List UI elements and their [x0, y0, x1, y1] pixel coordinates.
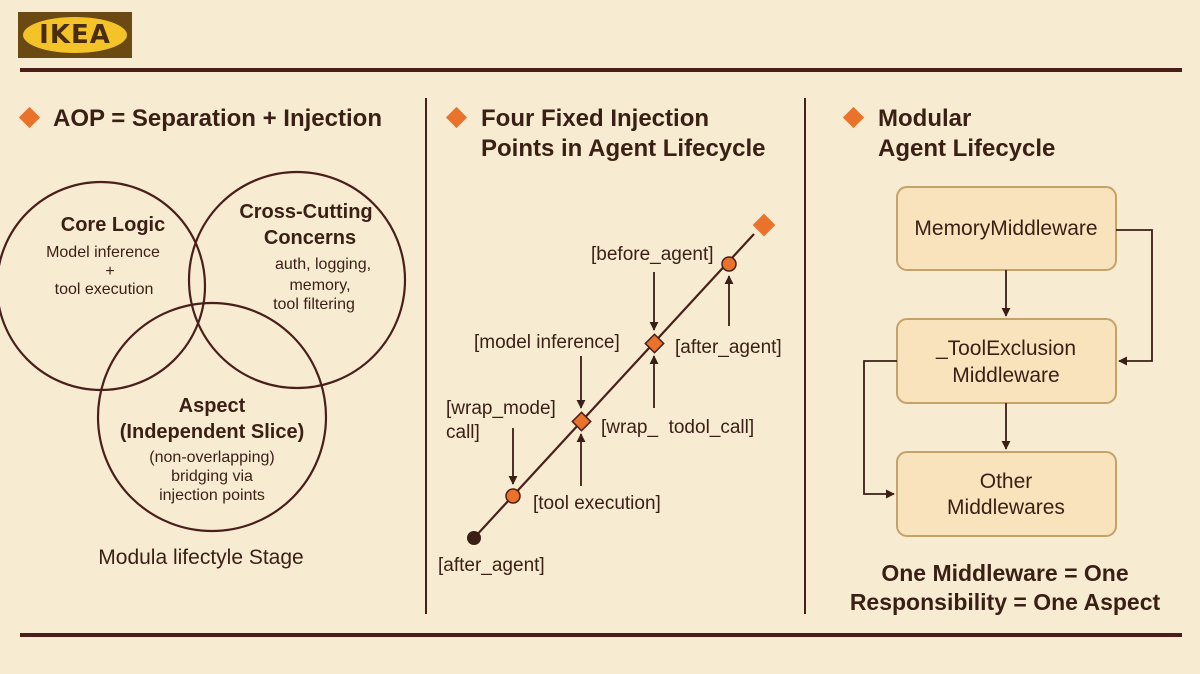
aspect-circle — [96, 301, 328, 533]
modular-lifecycle-heading: Modular Agent Lifecycle — [842, 104, 1056, 164]
memory-loop-arrow — [1116, 229, 1153, 366]
aspect-title-2: (Independent Slice) — [120, 421, 304, 443]
other-middlewares-label-2: Middlewares — [947, 496, 1065, 519]
tool-exclusion-middleware-box — [896, 318, 1117, 404]
lifecycle-line — [473, 233, 755, 539]
tool-execution-point — [505, 488, 521, 504]
ikea-logo-oval: IKEA — [23, 17, 127, 53]
column-divider-2 — [804, 98, 806, 614]
cross-cutting-circle — [187, 170, 407, 390]
tool-exclusion-label-2: Middleware — [952, 364, 1059, 387]
before-agent-point — [721, 256, 737, 272]
core-logic-line-1: Model inference — [46, 244, 160, 261]
injection-heading-line-1: Four Fixed Injection — [481, 105, 710, 132]
aspect-line-2: bridging via — [171, 468, 253, 485]
ikea-logo-text: IKEA — [39, 20, 111, 50]
venn-caption: Modula lifectyle Stage — [98, 546, 303, 569]
aspect-line-3: injection points — [159, 487, 265, 504]
tool-exclusion-loop-arrow — [863, 360, 897, 499]
cross-cutting-line-2: memory, — [289, 277, 350, 294]
core-logic-line-2: + — [105, 263, 114, 280]
after-agent-bottom-label: [after_agent] — [438, 555, 545, 576]
modular-heading-line-2: Agent Lifecycle — [878, 135, 1056, 162]
aop-heading: AOP = Separation + Injection — [18, 104, 382, 134]
column-divider-1 — [425, 98, 427, 614]
aop-heading-text: AOP = Separation + Injection — [53, 105, 382, 132]
wrap-tool-label: [wrap_ todol_call] — [601, 417, 754, 438]
injection-arrows — [508, 272, 734, 486]
model-inference-point — [644, 333, 665, 354]
cross-cutting-line-1: auth, logging, — [275, 256, 371, 273]
ikea-logo: IKEA — [18, 12, 132, 58]
injection-heading-line-2: Points in Agent Lifecycle — [481, 135, 766, 162]
cross-cutting-title-1: Cross-Cutting — [239, 201, 372, 223]
cross-cutting-line-3: tool filtering — [273, 296, 355, 313]
footer-line-1: One Middleware = One — [881, 560, 1128, 586]
top-rule — [20, 68, 1182, 72]
wrap-call-point — [571, 411, 592, 432]
model-inference-label: [model inference] — [474, 332, 620, 353]
venn-diagram — [0, 170, 407, 533]
modular-heading-line-1: Modular — [878, 105, 972, 132]
tool-exclusion-label-1: _ToolExclusion — [935, 337, 1076, 360]
lifecycle-start-dot — [467, 531, 481, 545]
wrap-model-label-2: call] — [446, 422, 480, 443]
wrap-model-label-1: [wrap_mode] — [446, 398, 556, 419]
bottom-rule — [20, 633, 1182, 637]
aspect-title-1: Aspect — [179, 395, 246, 417]
after-agent-mid-label: [after_agent] — [675, 337, 782, 358]
other-middlewares-box — [896, 451, 1117, 537]
core-logic-line-3: tool execution — [55, 281, 154, 298]
memory-middleware-label: MemoryMiddleware — [914, 217, 1097, 240]
footer-line-2: Responsibility = One Aspect — [850, 589, 1161, 615]
core-logic-title: Core Logic — [61, 214, 165, 236]
other-middlewares-label-1: Other — [980, 470, 1033, 493]
middleware-arrows — [863, 229, 1153, 499]
before-agent-label: [before_agent] — [591, 244, 714, 265]
cross-cutting-title-2: Concerns — [264, 227, 356, 249]
lifecycle-end-diamond-icon — [752, 213, 776, 237]
aspect-line-1: (non-overlapping) — [149, 449, 274, 466]
injection-points-heading: Four Fixed Injection Points in Agent Lif… — [445, 104, 766, 164]
tool-execution-label: [tool execution] — [533, 493, 661, 514]
